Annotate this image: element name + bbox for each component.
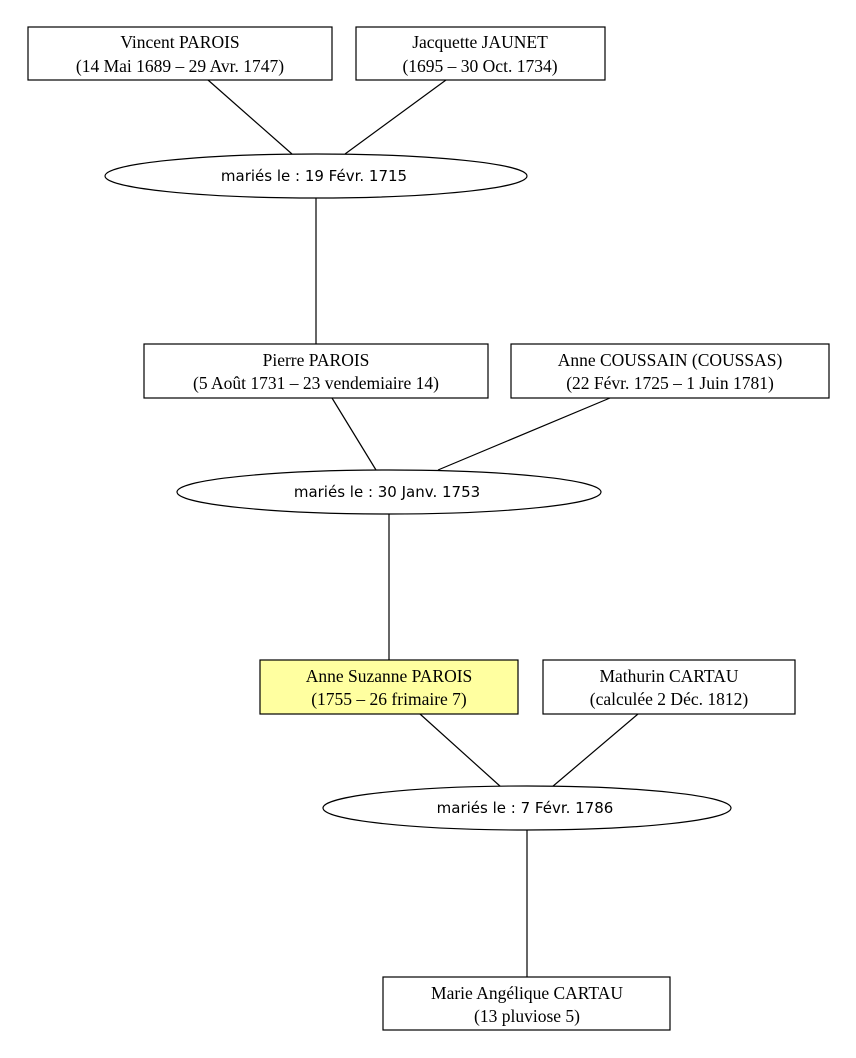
person-dates: (calculée 2 Déc. 1812) [590,689,749,709]
person-dates: (5 Août 1731 – 23 vendemiaire 14) [193,373,439,393]
person-box-anne-coussain[interactable]: Anne COUSSAIN (COUSSAS) (22 Févr. 1725 –… [510,343,830,399]
person-box-marie[interactable]: Marie Angélique CARTAU (13 pluviose 5) [382,976,671,1031]
person-name: Mathurin CARTAU [599,666,738,686]
person-dates: (13 pluviose 5) [474,1006,580,1026]
person-dates: (1695 – 30 Oct. 1734) [402,56,557,76]
person-name: Anne COUSSAIN (COUSSAS) [558,350,783,370]
person-name: Vincent PAROIS [120,32,239,52]
marriage-label: mariés le : 19 Févr. 1715 [221,167,407,185]
edges [207,79,639,977]
person-box-vincent[interactable]: Vincent PAROIS (14 Mai 1689 – 29 Avr. 17… [27,26,333,81]
edge-anne-s-m3 [419,713,502,788]
marriage-label: mariés le : 30 Janv. 1753 [294,483,480,501]
marriage-oval-m2[interactable]: mariés le : 30 Janv. 1753 [176,469,602,515]
person-name: Marie Angélique CARTAU [431,983,623,1003]
edge-mathurin-m3 [551,713,639,788]
marriage-label: mariés le : 7 Févr. 1786 [437,799,614,817]
person-name: Jacquette JAUNET [412,32,548,52]
edge-vincent-m1 [207,79,293,155]
person-box-anne-suzanne[interactable]: Anne Suzanne PAROIS (1755 – 26 frimaire … [259,659,519,715]
edge-anne-c-m2 [437,397,611,471]
marriage-oval-m1[interactable]: mariés le : 19 Févr. 1715 [104,153,528,199]
edge-jacquette-m1 [344,79,447,155]
person-dates: (1755 – 26 frimaire 7) [311,689,467,709]
edge-pierre-m2 [331,397,377,471]
person-name: Pierre PAROIS [263,350,370,370]
person-name: Anne Suzanne PAROIS [306,666,473,686]
person-box-jacquette[interactable]: Jacquette JAUNET (1695 – 30 Oct. 1734) [355,26,606,81]
person-box-mathurin[interactable]: Mathurin CARTAU (calculée 2 Déc. 1812) [542,659,796,715]
marriage-oval-m3[interactable]: mariés le : 7 Févr. 1786 [322,785,732,831]
person-box-pierre[interactable]: Pierre PAROIS (5 Août 1731 – 23 vendemia… [143,343,489,399]
person-dates: (22 Févr. 1725 – 1 Juin 1781) [566,373,774,393]
person-dates: (14 Mai 1689 – 29 Avr. 1747) [76,56,284,76]
